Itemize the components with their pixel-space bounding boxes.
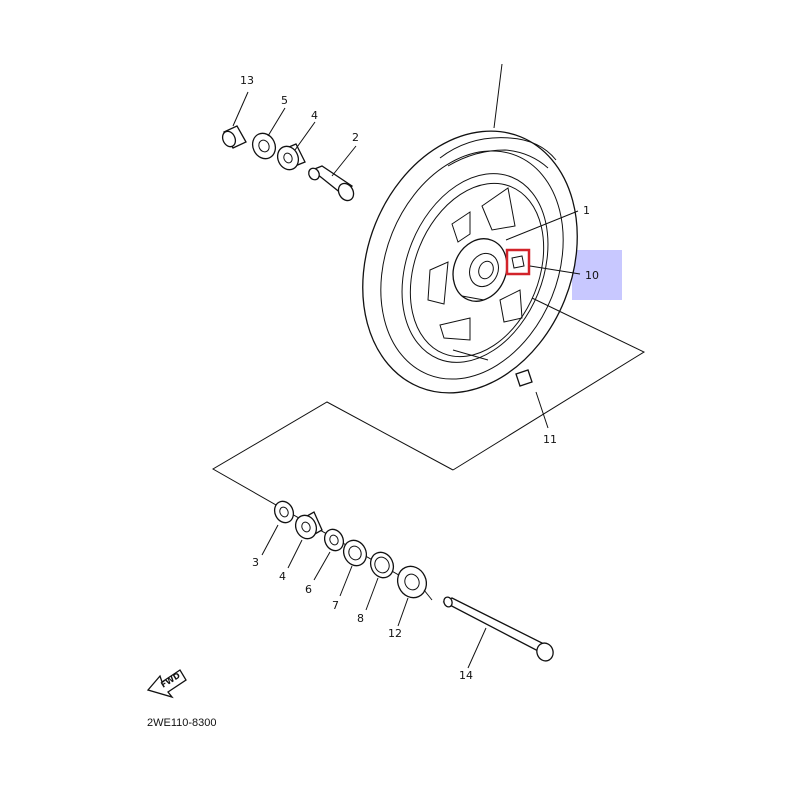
part-1-wheel — [362, 130, 578, 394]
part-label-12: 12 — [388, 627, 402, 640]
diagram-code: 2WE110-8300 — [147, 717, 217, 729]
part-14-axle — [442, 596, 554, 662]
part-label-4-lower: 4 — [279, 570, 286, 583]
part-label-5: 5 — [281, 94, 288, 107]
part-7-gear — [342, 539, 368, 567]
part-label-6: 6 — [305, 583, 312, 596]
part-5-oil-seal — [251, 132, 277, 160]
part-4-bearing-upper — [276, 143, 306, 171]
part-4-bearing-lower — [294, 511, 323, 540]
part-label-13: 13 — [240, 74, 254, 87]
part-label-11: 11 — [543, 433, 557, 446]
highlight-panel[interactable] — [572, 250, 622, 300]
part-label-1: 1 — [583, 204, 590, 217]
part-11-valve — [515, 369, 533, 387]
part-6-clutch — [323, 528, 345, 552]
part-label-7: 7 — [332, 599, 339, 612]
part-label-8: 8 — [357, 612, 364, 625]
part-label-10: 10 — [585, 269, 599, 282]
fwd-arrow-icon: FWD — [146, 669, 187, 699]
part-label-3: 3 — [252, 556, 259, 569]
part-label-2: 2 — [352, 131, 359, 144]
part-10-highlight-box[interactable] — [505, 248, 531, 276]
part-3-collar — [273, 500, 295, 524]
part-8-seal — [369, 551, 395, 579]
part-13-collar — [221, 125, 247, 149]
part-label-14: 14 — [459, 669, 473, 682]
part-2-spacer — [308, 165, 355, 202]
part-12-gear-unit — [396, 565, 433, 601]
part-label-4-upper: 4 — [311, 109, 318, 122]
